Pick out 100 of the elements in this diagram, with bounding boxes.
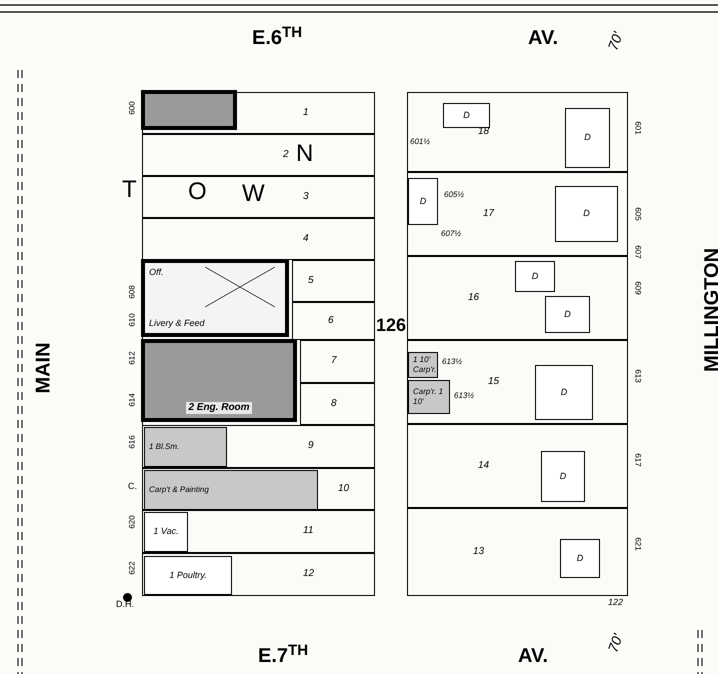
- lot-number: 16: [468, 292, 480, 304]
- frame-building: [535, 365, 593, 420]
- frame-building: [541, 451, 585, 502]
- lot-outline: [142, 510, 375, 553]
- map-annotation: 621: [634, 537, 642, 551]
- shaded-building: [408, 380, 450, 414]
- lot-outline: [142, 425, 375, 468]
- lot-outline: [142, 468, 375, 510]
- map-annotation: C.: [128, 482, 137, 491]
- building-label: D: [564, 308, 571, 320]
- lot-number: 11: [303, 525, 314, 538]
- building-label: D: [463, 110, 470, 122]
- map-annotation: 613½: [454, 392, 474, 400]
- map-annotation: 605½: [444, 191, 464, 199]
- town-lettering: W: [242, 182, 265, 206]
- map-annotation: 620: [128, 515, 137, 529]
- building-label: Carp'r. 1 10': [413, 387, 444, 407]
- map-annotation: 613: [634, 369, 642, 383]
- map-annotation: 607: [634, 245, 642, 259]
- lot-number: 7: [331, 355, 337, 368]
- building-label: D: [560, 386, 568, 398]
- street-name: E.7$^{TH}$: [258, 646, 308, 666]
- street-name: AV.: [518, 646, 548, 666]
- lot-outline: [407, 172, 628, 256]
- map-annotation: 608: [128, 285, 137, 299]
- frame-building: [515, 261, 555, 292]
- building-label: 1 10' Carp'r.: [413, 355, 433, 375]
- town-lettering: N: [296, 142, 314, 166]
- building-label: 1 Vac.: [153, 526, 179, 538]
- sheet-number: 126: [376, 316, 406, 334]
- building-label: D: [420, 196, 426, 208]
- lot-number: 15: [488, 376, 500, 388]
- frame-building: [560, 539, 600, 578]
- shaded-building: [144, 470, 318, 510]
- frame-building: [144, 512, 188, 552]
- building-label: D: [584, 132, 591, 144]
- map-annotation: 613½: [442, 358, 462, 366]
- building-label: 2 Eng. Room: [186, 402, 252, 414]
- map-annotation: 617: [634, 453, 642, 467]
- stable-building: [141, 259, 289, 337]
- lot-number: 3: [303, 190, 309, 204]
- lot-outline: [292, 302, 375, 340]
- frame-building: [565, 108, 610, 168]
- lot-outline: [142, 134, 375, 176]
- street-name: 70': [605, 30, 625, 52]
- frame-building: [144, 556, 232, 595]
- map-annotation: 607½: [441, 230, 462, 238]
- frame-building: [545, 296, 590, 333]
- building-label: 1 Poultry.: [169, 570, 207, 582]
- street-name: AV.: [528, 28, 558, 48]
- city-block-outline: [142, 92, 375, 596]
- map-annotation: 600: [128, 101, 137, 115]
- lot-outline: [292, 260, 375, 302]
- building-label: 1 Bl.Sm.: [149, 442, 180, 452]
- lot-outline: [300, 383, 375, 425]
- street-name: E.6$^{TH}$: [252, 28, 302, 48]
- lot-number: 17: [483, 208, 494, 220]
- town-lettering: T: [122, 178, 137, 202]
- building-label: Off.: [149, 267, 164, 278]
- lot-number: 5: [308, 274, 314, 288]
- building-label: D: [532, 270, 538, 282]
- map-annotation: 601: [634, 121, 642, 135]
- lot-number: 4: [303, 232, 309, 246]
- lot-number: 9: [308, 440, 314, 453]
- lot-outline: [407, 424, 628, 508]
- brick-building: [141, 339, 297, 422]
- lot-number: 6: [328, 314, 334, 328]
- lot-outline: [407, 340, 628, 424]
- lot-number: 1: [303, 106, 309, 120]
- lot-outline: [142, 92, 375, 134]
- frame-building: [443, 103, 490, 128]
- brick-building: [141, 90, 237, 130]
- map-annotation: 609: [634, 281, 642, 295]
- map-annotation: 614: [128, 393, 137, 407]
- lot-number: 12: [303, 568, 314, 581]
- lot-number: 10: [338, 482, 350, 496]
- map-annotation: 122: [608, 598, 624, 607]
- street-name: MILLINGTON: [702, 248, 718, 372]
- building-label: Livery & Feed: [149, 318, 205, 329]
- lot-outline: [407, 256, 628, 340]
- street-name: MAIN: [34, 342, 54, 394]
- lot-outline: [142, 176, 375, 218]
- lot-number: 13: [473, 546, 484, 558]
- frame-building: [408, 178, 438, 225]
- building-label: D: [560, 470, 566, 482]
- map-annotation: 605: [634, 207, 642, 221]
- map-annotation: 622: [128, 561, 137, 575]
- town-lettering: O: [188, 180, 207, 204]
- building-label: D: [576, 552, 584, 564]
- lot-outline: [300, 340, 375, 383]
- frame-building: [555, 186, 618, 242]
- map-annotation: D.H.: [116, 600, 134, 609]
- lot-number: 8: [331, 398, 337, 410]
- map-annotation: 610: [128, 313, 137, 327]
- building-label: D: [583, 208, 590, 220]
- lot-number: 2: [283, 148, 289, 162]
- shaded-building: [144, 427, 227, 467]
- shaded-building: [408, 352, 438, 378]
- map-annotation: 616: [128, 435, 137, 449]
- map-annotation: 612: [128, 351, 137, 365]
